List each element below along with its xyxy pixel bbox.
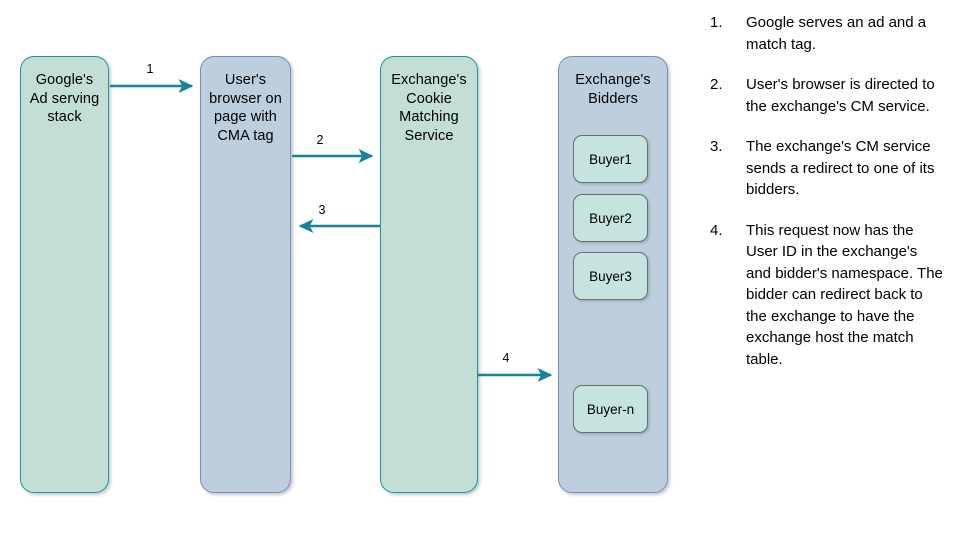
note-number: 1. — [710, 14, 723, 31]
note-item: 3. The exchange's CM service sends a red… — [706, 136, 946, 201]
note-text: This request now has the User ID in the … — [746, 221, 943, 368]
node-label: User's browser on page with CMA tag — [209, 72, 282, 144]
note-number: 3. — [710, 138, 723, 155]
note-number: 4. — [710, 221, 723, 239]
buyer-label: Buyer1 — [589, 152, 632, 167]
note-number: 2. — [710, 76, 723, 93]
buyer-box-buyer3[interactable]: Buyer3 — [573, 252, 648, 300]
buyer-box-buyer2[interactable]: Buyer2 — [573, 194, 648, 242]
note-item: 4. This request now has the User ID in t… — [706, 220, 946, 371]
arrow-4-label: 4 — [502, 351, 510, 365]
node-exchange-cookie-matching-service[interactable]: Exchange's Cookie Matching Service — [380, 56, 478, 493]
note-text: Google serves an ad and a match tag. — [746, 14, 927, 53]
node-google-ad-serving-stack[interactable]: Google's Ad serving stack — [20, 56, 109, 493]
node-label: Exchange's Bidders — [575, 72, 651, 107]
buyer-box-buyer-n[interactable]: Buyer-n — [573, 385, 648, 433]
note-item: 1. Google serves an ad and a match tag. — [706, 12, 946, 55]
node-label: Google's Ad serving stack — [29, 72, 100, 125]
buyer-label: Buyer2 — [589, 211, 632, 226]
arrow-2-label: 2 — [316, 133, 324, 147]
buyer-label: Buyer3 — [589, 269, 632, 284]
note-text: The exchange's CM service sends a redire… — [746, 138, 935, 198]
node-label: Exchange's Cookie Matching Service — [391, 72, 467, 144]
buyer-label: Buyer-n — [586, 402, 635, 417]
arrow-3-label: 3 — [318, 203, 326, 217]
buyer-box-buyer1[interactable]: Buyer1 — [573, 135, 648, 183]
arrow-1-label: 1 — [146, 62, 154, 76]
note-item: 2. User's browser is directed to the exc… — [706, 74, 946, 117]
node-user-browser[interactable]: User's browser on page with CMA tag — [200, 56, 291, 493]
notes-list: 1. Google serves an ad and a match tag. … — [706, 12, 946, 389]
note-text: User's browser is directed to the exchan… — [746, 76, 935, 115]
